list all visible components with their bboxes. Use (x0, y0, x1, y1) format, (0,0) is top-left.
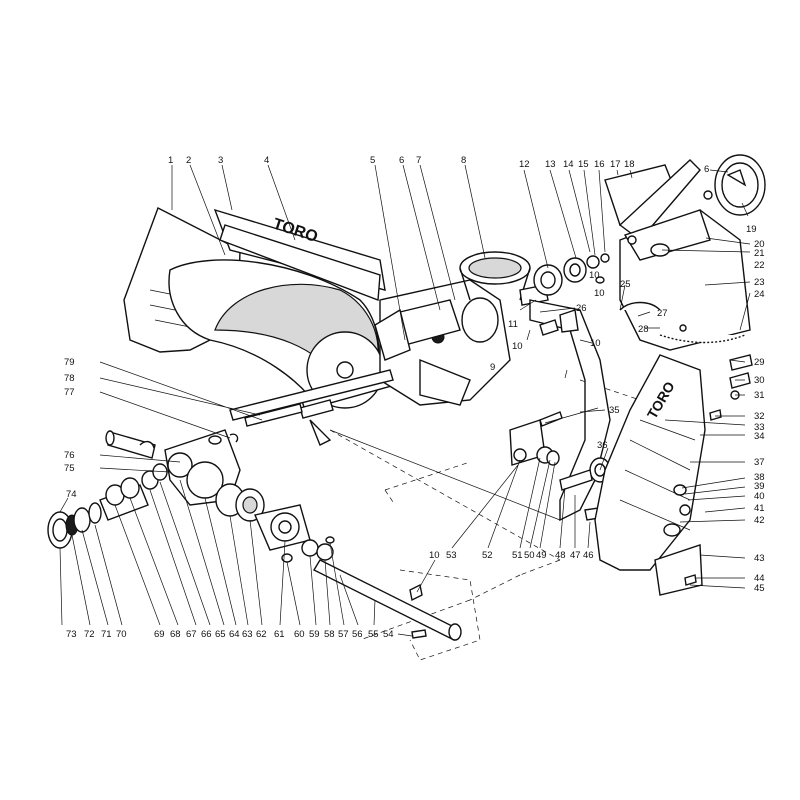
callout-32: 32 (754, 411, 765, 422)
callout-74: 74 (66, 489, 77, 500)
callout-18: 18 (624, 159, 635, 170)
callout-10b: 10 (512, 341, 523, 352)
callout-70: 70 (116, 629, 127, 640)
right-side-plate: TORO (594, 354, 753, 596)
callout-78: 78 (64, 373, 75, 384)
callout-10e: 10 (589, 270, 600, 281)
callout-12: 12 (519, 159, 530, 170)
callout-16: 16 (594, 159, 605, 170)
callout-10d: 10 (429, 550, 440, 561)
callout-56: 56 (352, 629, 363, 640)
callout-46: 46 (583, 550, 594, 561)
callout-20: 20 (754, 239, 765, 250)
callout-14: 14 (563, 159, 574, 170)
callout-63: 63 (242, 629, 253, 640)
callout-50: 50 (524, 550, 535, 561)
callout-75: 75 (64, 463, 75, 474)
callout-33: 33 (754, 422, 765, 433)
callout-36: 36 (597, 440, 608, 451)
callout-41: 41 (754, 503, 765, 514)
callout-5: 5 (370, 155, 375, 166)
callouts: 1 2 3 4 5 6 7 8 9 10 11 12 13 14 15 16 1… (64, 155, 765, 640)
callout-3: 3 (218, 155, 223, 166)
callout-72: 72 (84, 629, 95, 640)
callout-2: 2 (186, 155, 191, 166)
callout-10c: 10 (590, 338, 601, 349)
callout-54: 54 (383, 629, 394, 640)
callout-37: 37 (754, 457, 765, 468)
callout-66: 66 (201, 629, 212, 640)
callout-45: 45 (754, 583, 765, 594)
callout-55: 55 (368, 629, 379, 640)
callout-24: 24 (754, 289, 765, 300)
callout-40: 40 (754, 491, 765, 502)
callout-25: 25 (620, 279, 631, 290)
callout-76: 76 (64, 450, 75, 461)
callout-71: 71 (101, 629, 112, 640)
leader-lines (59, 164, 751, 637)
callout-39: 39 (754, 481, 765, 492)
callout-19: 19 (746, 224, 757, 235)
callout-26: 26 (576, 303, 587, 314)
callout-35: 35 (609, 405, 620, 416)
callout-53: 53 (446, 550, 457, 561)
callout-15: 15 (578, 159, 589, 170)
callout-38: 38 (754, 472, 765, 483)
callout-61: 61 (274, 629, 285, 640)
callout-68: 68 (170, 629, 181, 640)
left-hardware (105, 429, 241, 506)
callout-22: 22 (754, 260, 765, 271)
callout-31: 31 (754, 390, 765, 401)
callout-42: 42 (754, 515, 765, 526)
callout-58: 58 (324, 629, 335, 640)
callout-51: 51 (512, 550, 523, 561)
callout-11: 11 (508, 319, 518, 330)
callout-73: 73 (66, 629, 77, 640)
callout-48: 48 (555, 550, 566, 561)
callout-43: 43 (754, 553, 765, 564)
callout-34: 34 (754, 431, 765, 442)
callout-13: 13 (545, 159, 556, 170)
discharge-chute (604, 154, 766, 351)
callout-21: 21 (754, 248, 765, 259)
callout-59: 59 (309, 629, 320, 640)
callout-52: 52 (482, 550, 493, 561)
callout-17: 17 (610, 159, 621, 170)
callout-69: 69 (154, 629, 165, 640)
callout-79: 79 (64, 357, 75, 368)
callout-60: 60 (294, 629, 305, 640)
callout-64: 64 (229, 629, 240, 640)
callout-6: 6 (399, 155, 404, 166)
auger-shaft (229, 369, 394, 446)
callout-67: 67 (186, 629, 197, 640)
callout-44: 44 (754, 573, 765, 584)
callout-29: 29 (754, 357, 765, 368)
callout-9: 9 (490, 362, 495, 373)
chute-bearing (533, 253, 610, 296)
callout-4: 4 (264, 155, 269, 166)
callout-7: 7 (416, 155, 421, 166)
callout-1: 1 (168, 155, 173, 166)
callout-30: 30 (754, 375, 765, 386)
discharge-mount (509, 284, 611, 522)
impeller-housing (374, 251, 531, 406)
auger-housing (168, 259, 396, 411)
callout-27: 27 (657, 308, 668, 319)
callout-65: 65 (215, 629, 226, 640)
callout-6b: 6 (704, 164, 709, 175)
callout-47: 47 (570, 550, 581, 561)
callout-49: 49 (536, 550, 547, 561)
scraper-bar (329, 429, 561, 521)
callout-28: 28 (638, 324, 649, 335)
lower-shaft (313, 559, 481, 661)
callout-10: 10 (594, 288, 605, 299)
callout-62: 62 (256, 629, 267, 640)
callout-77: 77 (64, 387, 75, 398)
callout-8: 8 (461, 155, 466, 166)
callout-23: 23 (754, 277, 765, 288)
callout-57: 57 (338, 629, 349, 640)
